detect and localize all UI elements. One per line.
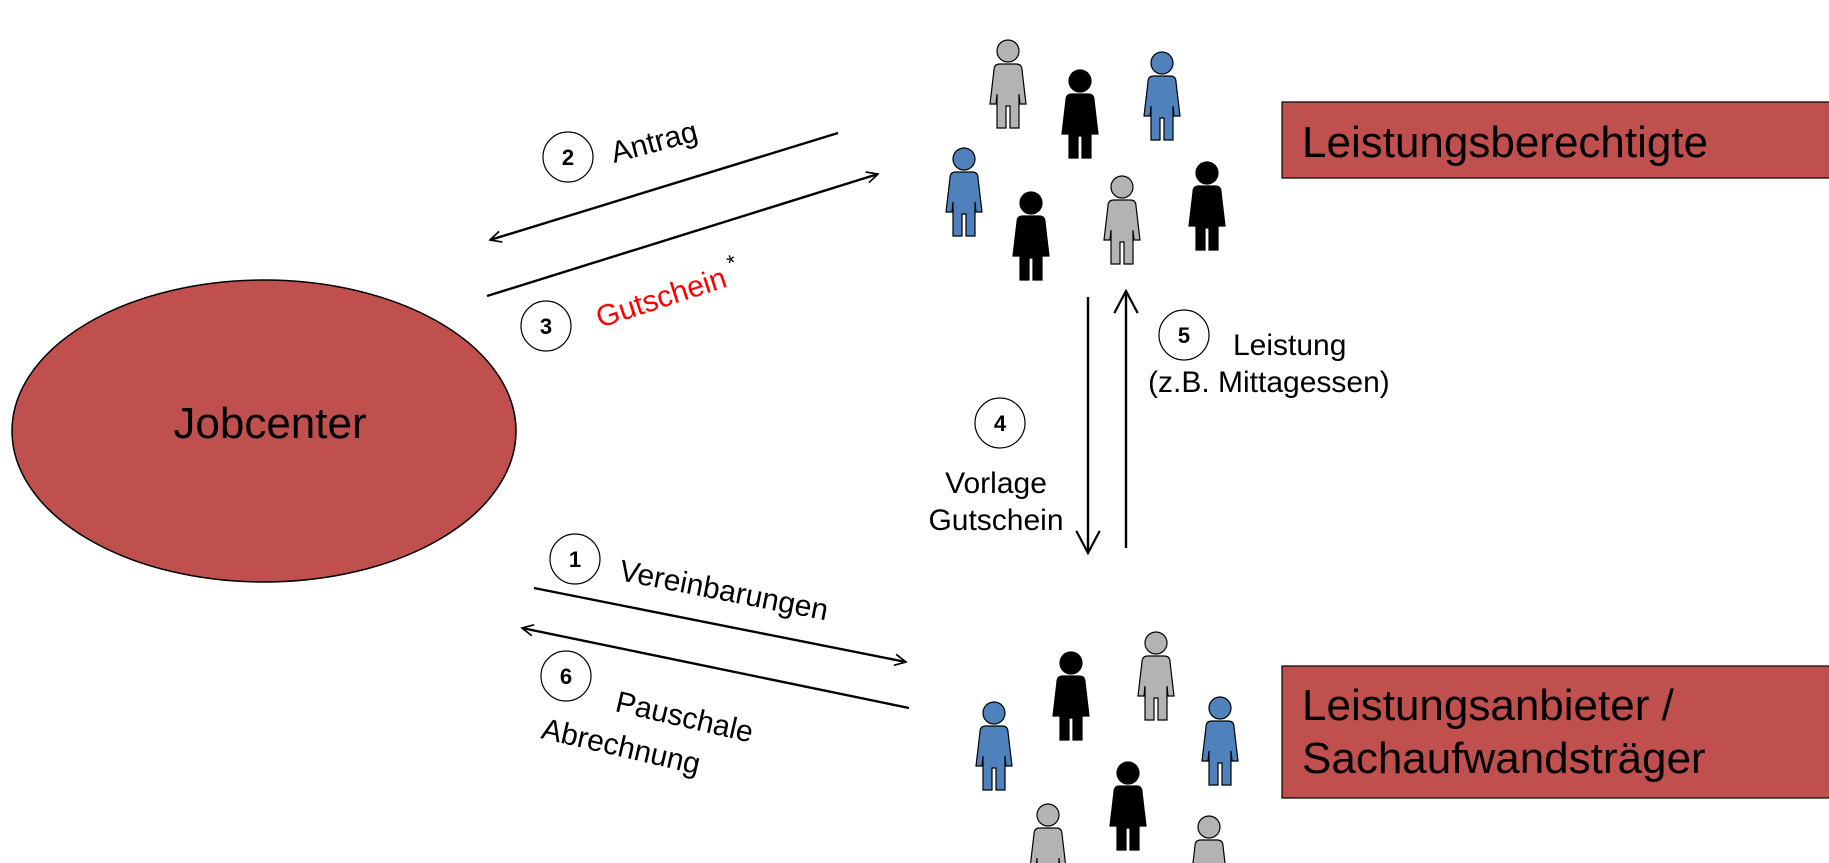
recipients-node: Leistungsberechtigte	[1281, 101, 1829, 179]
recipients-label: Leistungsberechtigte	[1302, 118, 1708, 167]
step-3-label: Gutschein*	[589, 249, 744, 334]
step-1-number: 1	[569, 547, 581, 572]
arrow-abrechnung	[522, 628, 910, 710]
step-2: 2 Antrag	[542, 115, 701, 183]
person-icon	[945, 147, 983, 237]
providers-people-group	[975, 631, 1239, 863]
step-4-label-line1: Vorlage	[945, 467, 1047, 500]
step-1: 1 Vereinbarungen	[549, 533, 831, 627]
step-1-label: Vereinbarungen	[617, 554, 831, 627]
step-6-circle	[540, 650, 592, 702]
recipients-box	[1281, 101, 1829, 179]
step-4-number: 4	[994, 411, 1007, 436]
step-2-circle	[542, 131, 594, 183]
person-icon	[1029, 803, 1067, 863]
person-icon	[1052, 651, 1090, 741]
recipients-people-group	[945, 39, 1226, 281]
step-5-circle	[1158, 309, 1210, 361]
person-icon	[989, 39, 1027, 129]
arrow-vereinbarungen	[533, 586, 906, 662]
providers-label-line1: Leistungsanbieter /	[1302, 681, 1675, 730]
step-3-number: 3	[540, 314, 552, 339]
person-icon	[1188, 161, 1226, 251]
step-2-number: 2	[562, 145, 574, 170]
step-6-number: 6	[560, 664, 572, 689]
step-5-label-line1: Leistung	[1233, 329, 1346, 362]
step-1-circle	[549, 533, 601, 585]
providers-label-line2: Sachaufwandsträger	[1302, 734, 1706, 783]
person-icon	[1012, 191, 1050, 281]
step-4: 4 Vorlage Gutschein	[928, 397, 1064, 537]
person-icon	[1137, 631, 1175, 721]
jobcenter-ellipse	[11, 279, 517, 583]
step-5-number: 5	[1178, 323, 1190, 348]
step-4-label-line2: Gutschein	[928, 504, 1063, 537]
step-5: 5 Leistung (z.B. Mittagessen)	[1148, 309, 1390, 399]
person-icon	[1192, 815, 1226, 863]
person-icon	[1201, 696, 1239, 786]
step-3-asterisk: *	[724, 249, 740, 276]
person-icon	[1109, 761, 1147, 851]
step-3: 3 Gutschein*	[520, 249, 744, 352]
jobcenter-node: Jobcenter	[11, 279, 517, 583]
step-3-circle	[520, 300, 572, 352]
step-5-label-line2: (z.B. Mittagessen)	[1148, 366, 1390, 399]
providers-box	[1281, 665, 1829, 799]
person-icon	[975, 701, 1013, 791]
step-3-label-text: Gutschein	[592, 262, 731, 335]
providers-node: Leistungsanbieter / Sachaufwandsträger	[1281, 665, 1829, 799]
person-icon	[1061, 69, 1099, 159]
arrow-gutschein	[486, 174, 878, 298]
step-4-circle	[974, 397, 1026, 449]
arrow-antrag	[490, 131, 839, 240]
person-icon	[1103, 175, 1141, 265]
jobcenter-label: Jobcenter	[173, 399, 366, 448]
step-2-label: Antrag	[607, 115, 701, 170]
person-icon	[1143, 51, 1181, 141]
